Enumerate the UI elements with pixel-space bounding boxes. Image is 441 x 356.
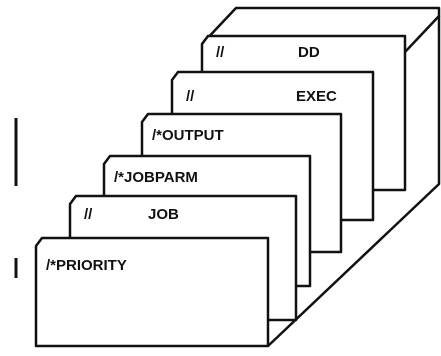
card-priority-name: /*PRIORITY — [46, 257, 127, 274]
card-job-slashes: // — [84, 206, 93, 223]
card-priority: /*PRIORITY — [34, 236, 270, 348]
card-exec-name: EXEC — [296, 88, 337, 105]
card-output-name: /*OUTPUT — [152, 127, 224, 144]
card-exec-slashes: // — [186, 88, 195, 105]
card-jobparm-name: /*JOBPARM — [114, 169, 198, 186]
card-job-name: JOB — [148, 206, 179, 223]
card-priority-outline — [34, 236, 270, 348]
card-dd-slashes: // — [216, 44, 225, 61]
deck-right-side — [267, 16, 441, 347]
card-dd-name: DD — [298, 44, 320, 61]
